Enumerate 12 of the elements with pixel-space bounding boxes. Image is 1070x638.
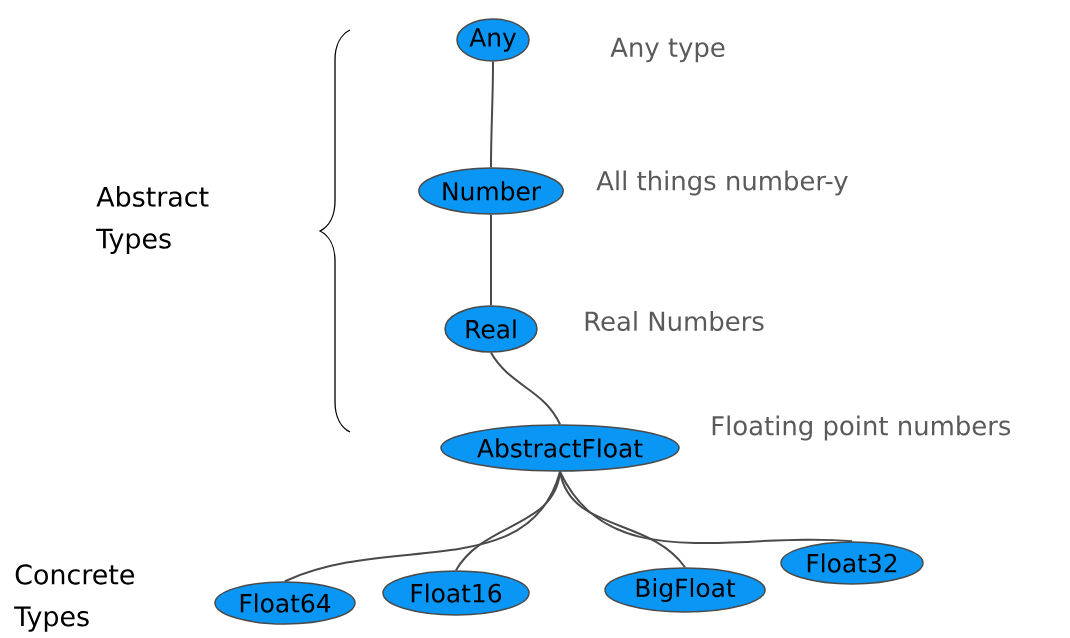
annotation: Floating point numbers bbox=[712, 415, 1011, 441]
annotation: Any type bbox=[610, 37, 725, 63]
connector-line bbox=[559, 470, 853, 544]
connector-line bbox=[490, 60, 494, 169]
connector-line bbox=[284, 470, 561, 583]
connector-line bbox=[490, 213, 492, 307]
connector-line bbox=[490, 351, 561, 426]
group-label: Concrete Types bbox=[14, 564, 134, 632]
annotation: All things number-y bbox=[596, 170, 848, 196]
group-label: Abstract Types bbox=[96, 186, 209, 254]
annotation: Real Numbers bbox=[585, 310, 764, 331]
connector-line bbox=[559, 470, 686, 569]
